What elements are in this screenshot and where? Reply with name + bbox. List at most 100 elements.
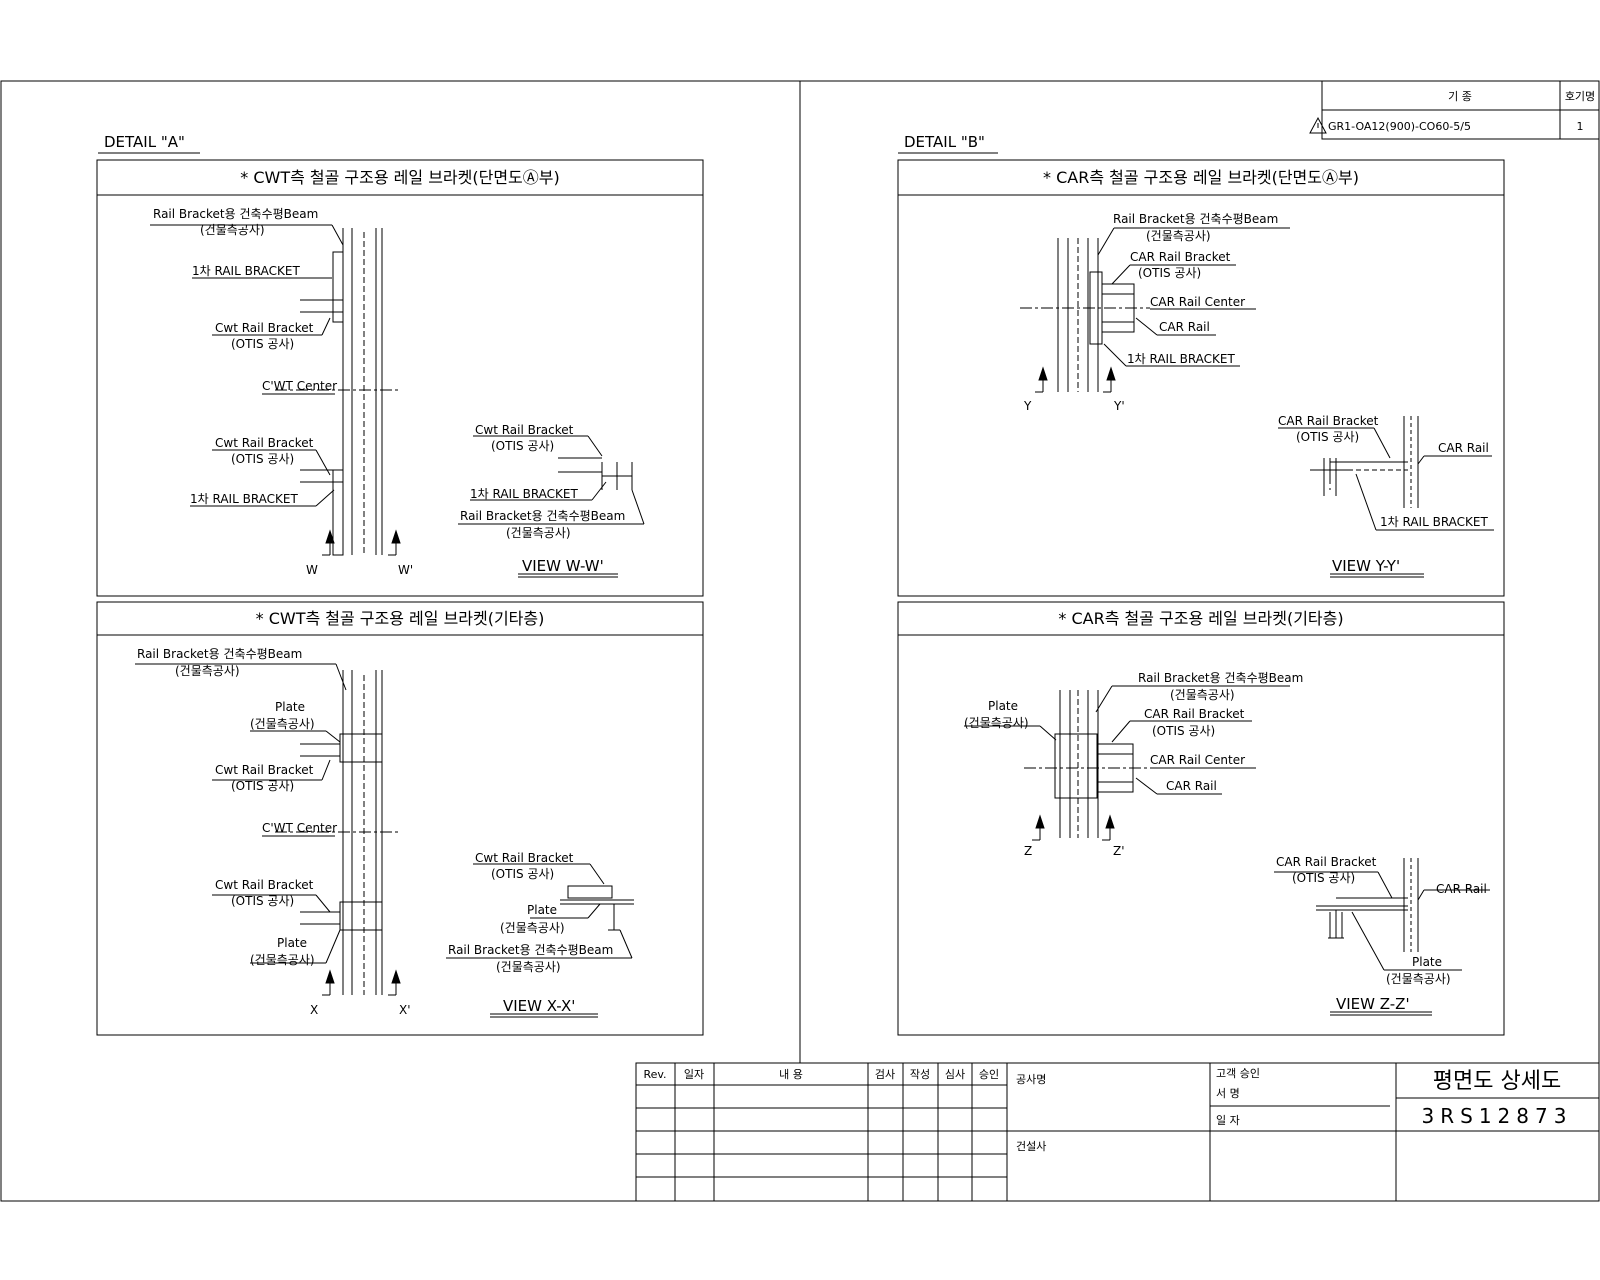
label: (OTIS 공사) [231,779,294,793]
panel-a-bottom-title: * CWT측 철골 구조용 레일 브라켓(기타층) [256,609,545,628]
label: (건물측공사) [250,717,315,731]
label: Plate [1412,955,1442,969]
label: (OTIS 공사) [491,439,554,453]
label: (OTIS 공사) [491,867,554,881]
panel-cwt-top [96,159,704,597]
section-mark: Z' [1113,844,1125,858]
label: Plate [277,936,307,950]
detail-a-title: DETAIL "A" [104,133,185,151]
label: Rail Bracket용 건축수평Beam [448,943,613,957]
label: (건물측공사) [500,921,565,935]
rev-header: Rev. [643,1068,666,1081]
title-block [635,1062,1600,1202]
section-mark: Z [1024,844,1032,858]
label: Rail Bracket용 건축수평Beam [1113,212,1278,226]
section-mark: X' [399,1003,411,1017]
car-section-drawing [1020,227,1290,393]
label: Plate [275,700,305,714]
label: 1차 RAIL BRACKET [470,487,579,501]
label: CAR Rail [1159,320,1210,334]
detail-b-title: DETAIL "B" [904,133,985,151]
label: Cwt Rail Bracket [215,436,314,450]
view-y-drawing [1278,416,1494,578]
label: (건물측공사) [496,960,561,974]
site-label: 공사명 [1016,1073,1046,1086]
signature-label: 서 명 [1216,1087,1240,1100]
label: (건물측공사) [1386,972,1451,986]
section-mark: Y' [1113,399,1125,413]
cwt-other-floor-drawing [135,663,401,996]
label: Plate [988,699,1018,713]
label: (OTIS 공사) [1152,724,1215,738]
label: (OTIS 공사) [231,337,294,351]
label: CAR Rail Bracket [1130,250,1231,264]
label: C'WT Center [262,379,337,393]
label: Cwt Rail Bracket [215,763,314,777]
label: Rail Bracket용 건축수평Beam [137,647,302,661]
view-z-drawing [1274,858,1490,1016]
label: (OTIS 공사) [1138,266,1201,280]
label: (OTIS 공사) [231,452,294,466]
label: CAR Rail Bracket [1278,414,1379,428]
view-w-drawing [458,435,645,578]
view-title: VIEW W-W' [522,557,604,575]
rev-header: 검사 [875,1068,895,1081]
panel-car-top [897,159,1505,597]
view-x-drawing [446,863,634,1018]
label: Plate [527,903,557,917]
label: (OTIS 공사) [1296,430,1359,444]
label: (건물측공사) [1170,688,1235,702]
label: (OTIS 공사) [1292,871,1355,885]
label: Rail Bracket용 건축수평Beam [460,509,625,523]
label: 1차 RAIL BRACKET [192,264,301,278]
view-title: VIEW X-X' [503,997,575,1015]
label: CAR Rail Center [1150,295,1245,309]
section-mark: Y [1023,399,1032,413]
rev-header: 일자 [684,1067,704,1081]
section-mark: W' [398,563,413,577]
rev-header: 승인 [979,1068,999,1081]
view-title: VIEW Z-Z' [1336,995,1410,1013]
panel-a-top-title: * CWT측 철골 구조용 레일 브라켓(단면도Ⓐ부) [240,168,559,187]
label: C'WT Center [262,821,337,835]
rev-header: 심사 [945,1068,965,1081]
section-mark: X [310,1003,318,1017]
label: 1차 RAIL BRACKET [1127,352,1236,366]
drawing-title: 평면도 상세도 [1433,1069,1561,1094]
label: 1차 RAIL BRACKET [1380,515,1489,529]
panel-b-bottom-title: * CAR측 철골 구조용 레일 브라켓(기타층) [1058,609,1343,628]
label: (건물측공사) [200,223,265,237]
label: Cwt Rail Bracket [215,321,314,335]
label: (OTIS 공사) [231,894,294,908]
unit-label: 호기명 [1565,90,1595,103]
view-title: VIEW Y-Y' [1332,557,1400,575]
label: CAR Rail Center [1150,753,1245,767]
label: (건물측공사) [175,664,240,678]
label: CAR Rail Bracket [1276,855,1377,869]
label: Cwt Rail Bracket [475,851,574,865]
label: (건물측공사) [964,716,1029,730]
label: (건물측공사) [1146,229,1211,243]
model-label: 기 종 [1448,90,1472,103]
panel-car-bottom [897,601,1505,1036]
header-table [1309,80,1600,140]
builder-label: 건설사 [1016,1140,1046,1153]
label: Rail Bracket용 건축수평Beam [1138,671,1303,685]
label: (건물측공사) [506,526,571,540]
label: (건물측공사) [250,953,315,967]
drawing-number: 3RS12873 [1422,1104,1573,1128]
label: CAR Rail [1436,882,1487,896]
customer-approval: 고객 승인 [1216,1067,1260,1080]
car-other-floor-drawing [964,685,1290,841]
label: CAR Rail [1438,441,1489,455]
unit-value: 1 [1577,120,1584,133]
label: 1차 RAIL BRACKET [190,492,299,506]
section-mark: W [306,563,318,577]
panel-b-top-title: * CAR측 철골 구조용 레일 브라켓(단면도Ⓐ부) [1043,168,1359,187]
cwt-section-drawing [150,224,401,556]
rev-header: 작성 [910,1068,930,1081]
rev-header: 내 용 [779,1068,803,1081]
label: CAR Rail [1166,779,1217,793]
label: Cwt Rail Bracket [215,878,314,892]
panel-cwt-bottom [96,601,704,1036]
